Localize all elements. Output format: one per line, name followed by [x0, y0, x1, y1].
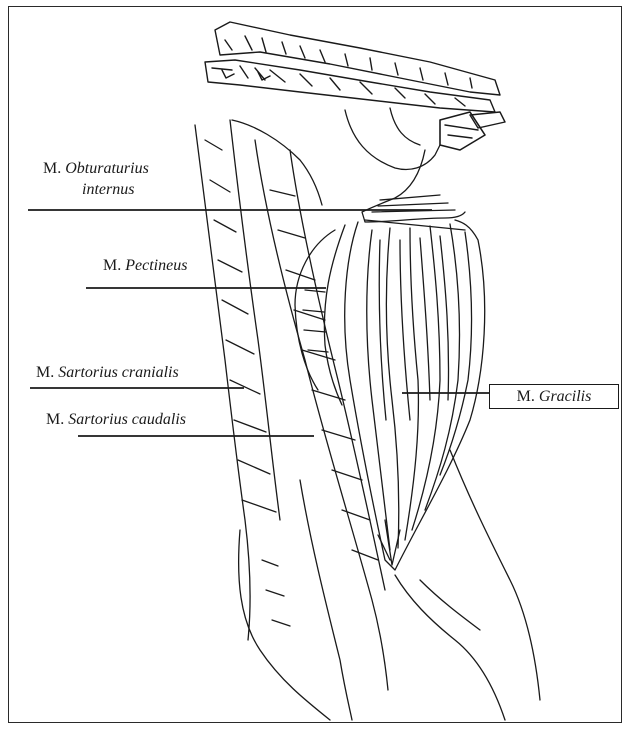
thigh-outline [239, 450, 540, 720]
label-sartorius-caudalis: M. Sartorius caudalis [46, 410, 186, 429]
sartorius-cranialis-muscle [195, 120, 322, 640]
sartorius-cranialis-prefix: M. [36, 364, 54, 381]
obturator-name-line1: Obturaturius [65, 160, 149, 177]
pelvis-structure [205, 22, 505, 150]
pectineus-prefix: M. [103, 257, 121, 274]
obturator-name-line2: internus [82, 181, 134, 198]
gracilis-prefix: M. [517, 388, 535, 406]
label-gracilis-box: M. Gracilis [489, 384, 619, 409]
obturator-internus-muscle [345, 108, 465, 230]
obturator-prefix: M. [43, 160, 61, 177]
gracilis-name: Gracilis [539, 388, 591, 406]
label-obturator-internus: M. Obturaturius [43, 159, 149, 178]
sartorius-cranialis-name: Sartorius cranialis [58, 364, 178, 381]
label-obturator-internus-line2: internus [82, 180, 134, 199]
sartorius-caudalis-prefix: M. [46, 411, 64, 428]
pectineus-name: Pectineus [125, 257, 187, 274]
label-sartorius-cranialis: M. Sartorius cranialis [36, 363, 179, 382]
label-pectineus: M. Pectineus [103, 256, 187, 275]
gracilis-muscle [345, 220, 485, 570]
sartorius-caudalis-name: Sartorius caudalis [68, 411, 186, 428]
